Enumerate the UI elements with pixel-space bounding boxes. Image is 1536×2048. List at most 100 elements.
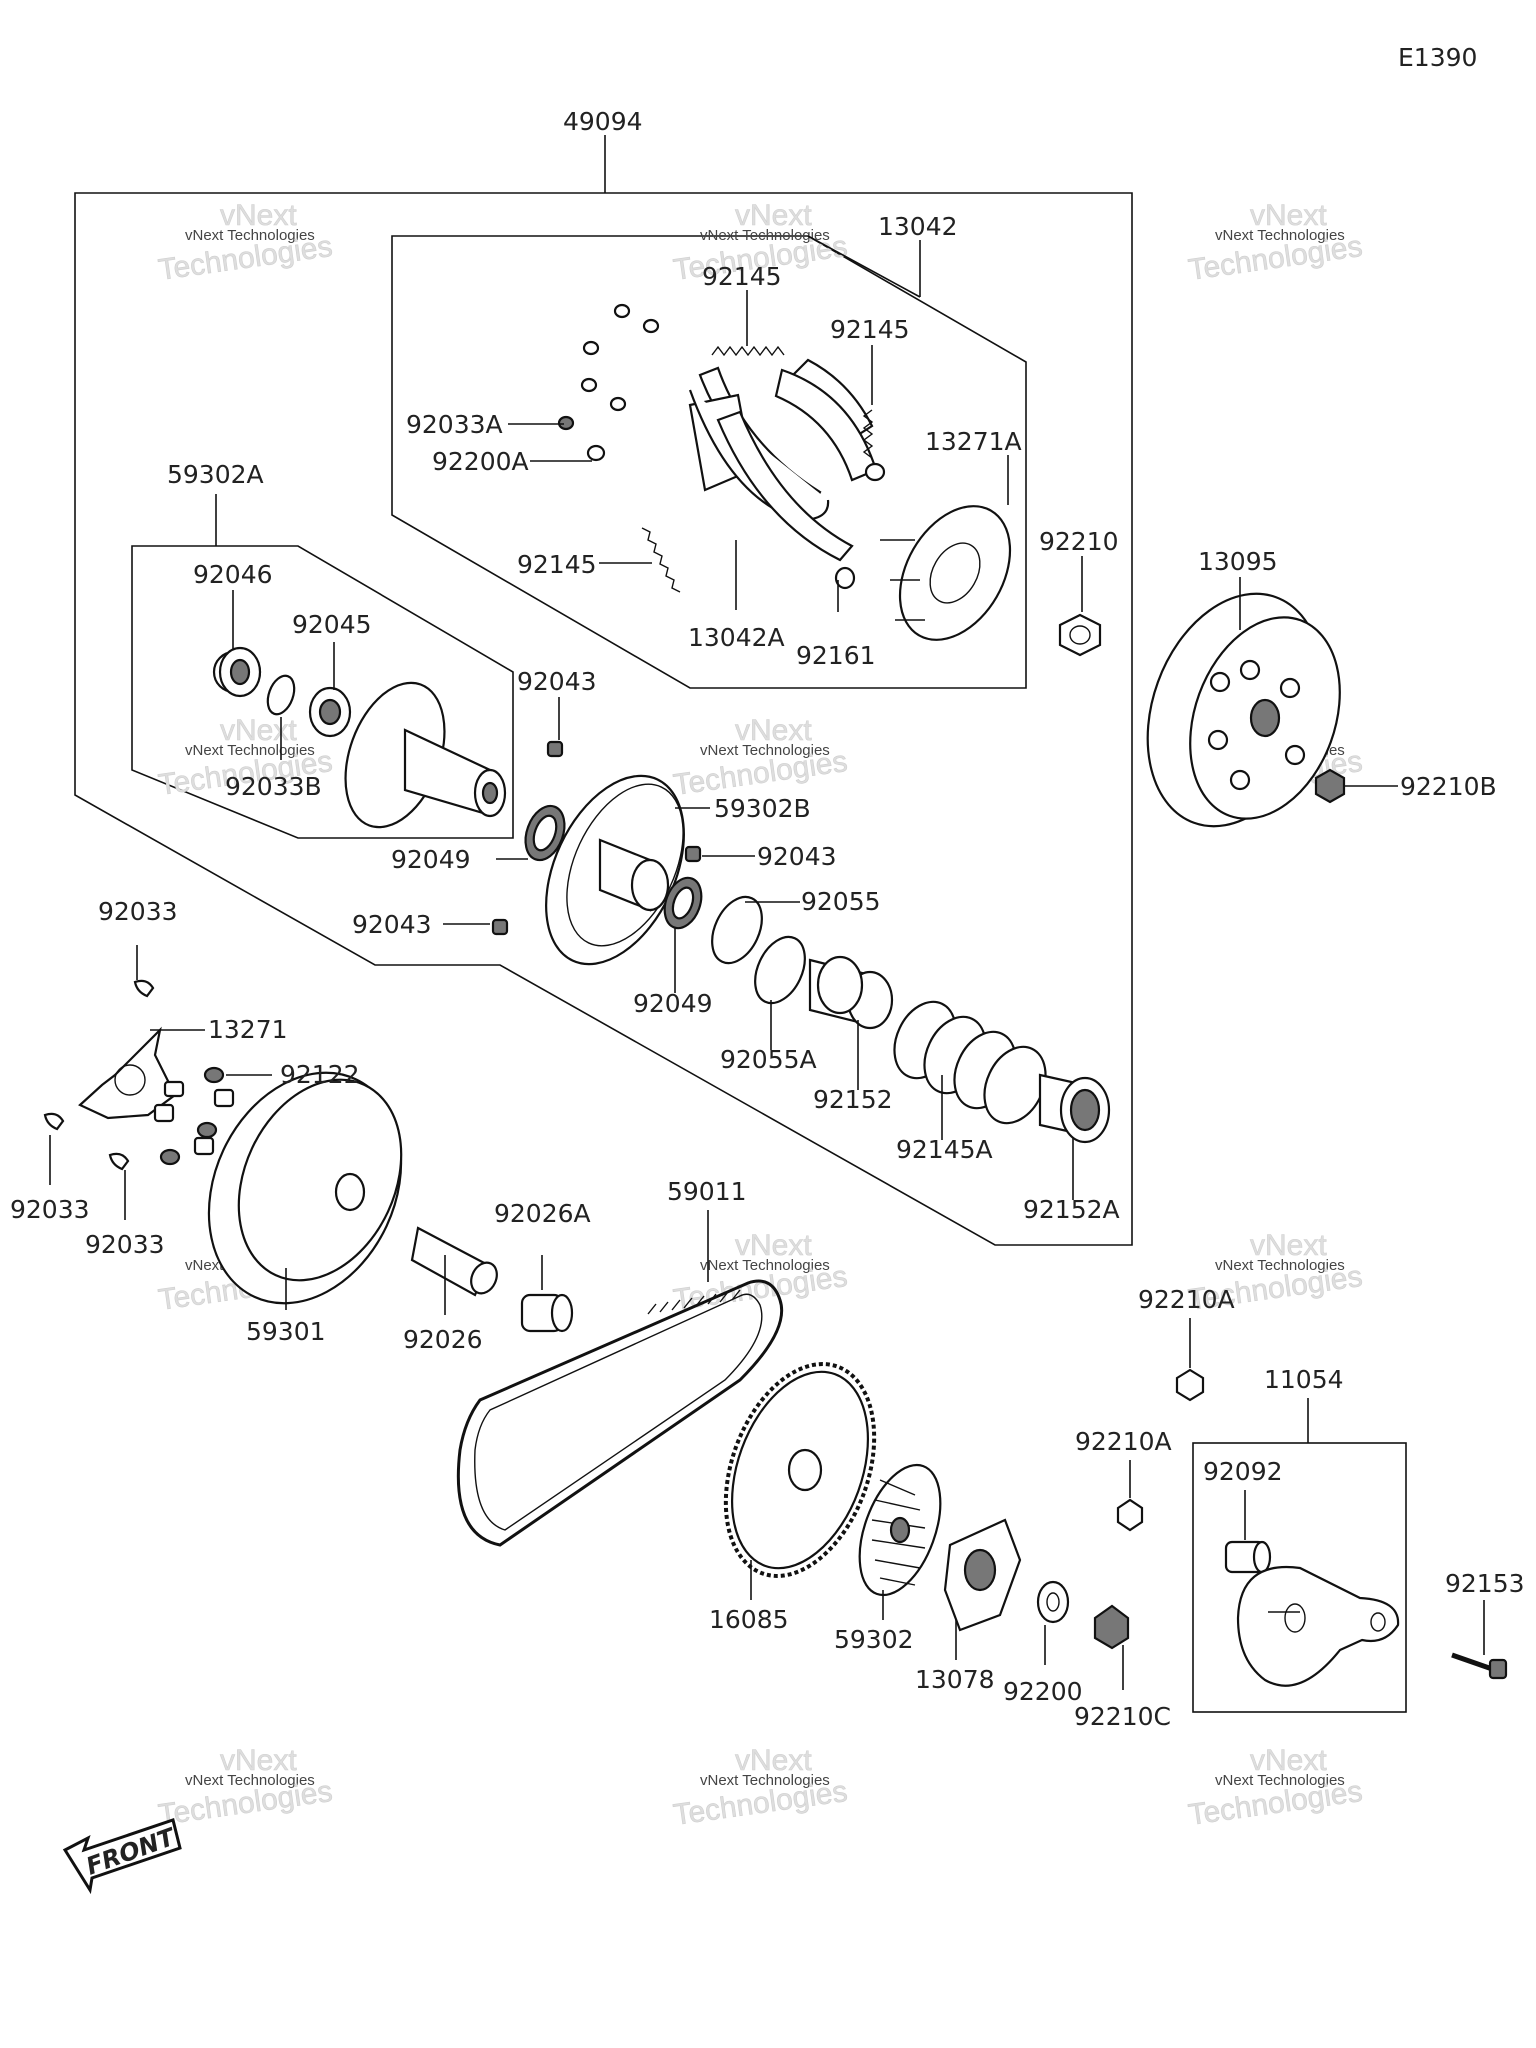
collar-92152-drawing [808,955,894,1030]
collar-92026-drawing [410,1226,498,1297]
label-92055: 92055 [801,887,881,916]
front-arrow: FRONT [62,1818,182,1895]
label-92210B: 92210B [1400,772,1497,801]
ramp-plate-13271-drawing [78,1026,177,1120]
nut-92210A-upper-drawing [1175,1368,1205,1402]
watermark-line1: vNext [1250,199,1327,232]
washer-92200-drawing [1036,1580,1070,1624]
spring-92145-right [862,409,874,459]
watermark: vNext vNext Technologies Technologies [671,714,850,803]
watermark-line1: vNext [735,199,812,232]
label-92122: 92122 [280,1060,360,1089]
watermark: vNext vNext Technologies Technologies [671,1744,850,1833]
watermark: vNext vNext Technologies Technologies [156,199,335,288]
label-59302A: 59302A [167,460,264,489]
bolt-92153-drawing [1451,1652,1508,1680]
watermark-line1: vNext [1250,1229,1327,1262]
label-92043: 92043 [517,667,597,696]
nut-92210C-drawing [1093,1604,1130,1650]
label-92033B: 92033B [225,772,322,801]
pulley-13078-drawing [943,1518,1022,1632]
watermark-line1: vNext [220,714,297,747]
label-92092: 92092 [1203,1457,1283,1486]
label-92043: 92043 [352,910,432,939]
watermark-line2: vNext Technologies [185,227,315,244]
key-92043-mid-drawing [684,845,702,863]
collar-92152A-drawing [1038,1073,1111,1144]
nut-92210B-drawing [1314,768,1346,804]
label-92026A: 92026A [494,1199,591,1228]
key-92043-top-drawing [546,740,564,758]
bracket-11054-drawing [1224,1540,1400,1687]
impeller-59302-drawing [858,1463,942,1597]
label-92033A: 92033A [406,410,503,439]
watermark: vNext vNext Technologies Technologies [156,1744,335,1833]
watermark-line2: vNext Technologies [700,227,830,244]
label-92046: 92046 [193,560,273,589]
watermark-line2: vNext Technologies [185,742,315,759]
label-92026: 92026 [403,1325,483,1354]
label-13078: 13078 [915,1665,995,1694]
label-92045: 92045 [292,610,372,639]
bearing-92046-drawing [212,646,262,698]
o-ring-92055-drawing [711,895,763,965]
label-13271A: 13271A [925,427,1022,456]
label-92153: 92153 [1445,1569,1525,1598]
front-label: FRONT [82,1822,179,1880]
watermark: vNext vNext Technologies Technologies [1186,1744,1365,1833]
label-92152: 92152 [813,1085,893,1114]
slide-92033-left-drawing [43,1112,65,1131]
label-92033: 92033 [10,1195,90,1224]
label-92210A: 92210A [1138,1285,1235,1314]
clutch-shoe-drawing [688,358,878,562]
label-92161: 92161 [796,641,876,670]
label-59302: 59302 [834,1625,914,1654]
watermark-line1: vNext [735,1744,812,1777]
slide-92033-top-drawing [133,979,155,998]
label-92033: 92033 [85,1230,165,1259]
part-labels: 49094 13042 92145 92145 92033A 92200A 13… [10,107,1525,1731]
label-59301: 59301 [246,1317,326,1346]
drive-face-59301-drawing [207,1071,403,1305]
label-13042A: 13042A [688,623,785,652]
v-belt-59011-drawing [456,1279,784,1547]
label-92210A: 92210A [1075,1427,1172,1456]
watermark-line2: vNext Technologies [1215,1257,1345,1274]
watermark-line1: vNext [735,714,812,747]
clutch-housing-13095-drawing [1146,592,1341,828]
diagram-code: E1390 [1398,43,1477,72]
label-92049: 92049 [633,989,713,1018]
label-59011: 59011 [667,1177,747,1206]
spring-92145-top [711,345,785,357]
label-92043: 92043 [757,842,837,871]
small-washers [557,303,886,590]
assembly-outline-11054 [1192,1442,1407,1713]
snap-ring-92033B-drawing [266,674,296,716]
watermark-line2: vNext Technologies [185,1772,315,1789]
assembly-outline-59302A [131,545,514,839]
watermark-line1: vNext [1250,1744,1327,1777]
watermark: vNext vNext Technologies Technologies [1186,199,1365,288]
spring-92145A-drawing [893,1000,1047,1125]
watermark-line1: vNext [220,1744,297,1777]
watermark-line2: vNext Technologies [1215,1772,1345,1789]
bushing-92026A-drawing [520,1293,574,1333]
label-59302B: 59302B [714,794,811,823]
label-92210C: 92210C [1074,1702,1171,1731]
gear-16085-drawing [723,1362,877,1578]
watermark-line1: vNext [220,199,297,232]
label-13042: 13042 [878,212,958,241]
o-ring-92055A-drawing [754,935,806,1005]
watermark: vNext vNext Technologies Technologies [156,714,335,803]
label-92049: 92049 [391,845,471,874]
label-92200A: 92200A [432,447,529,476]
label-92200: 92200 [1003,1677,1083,1706]
label-49094: 49094 [563,107,643,136]
label-13271: 13271 [208,1015,288,1044]
leader-lines [49,135,1485,1690]
label-92152A: 92152A [1023,1195,1120,1224]
nut-92210A-lower-drawing [1116,1498,1144,1532]
spring-92145-left [641,527,681,593]
slide-92033-bottom-drawing [108,1152,130,1171]
